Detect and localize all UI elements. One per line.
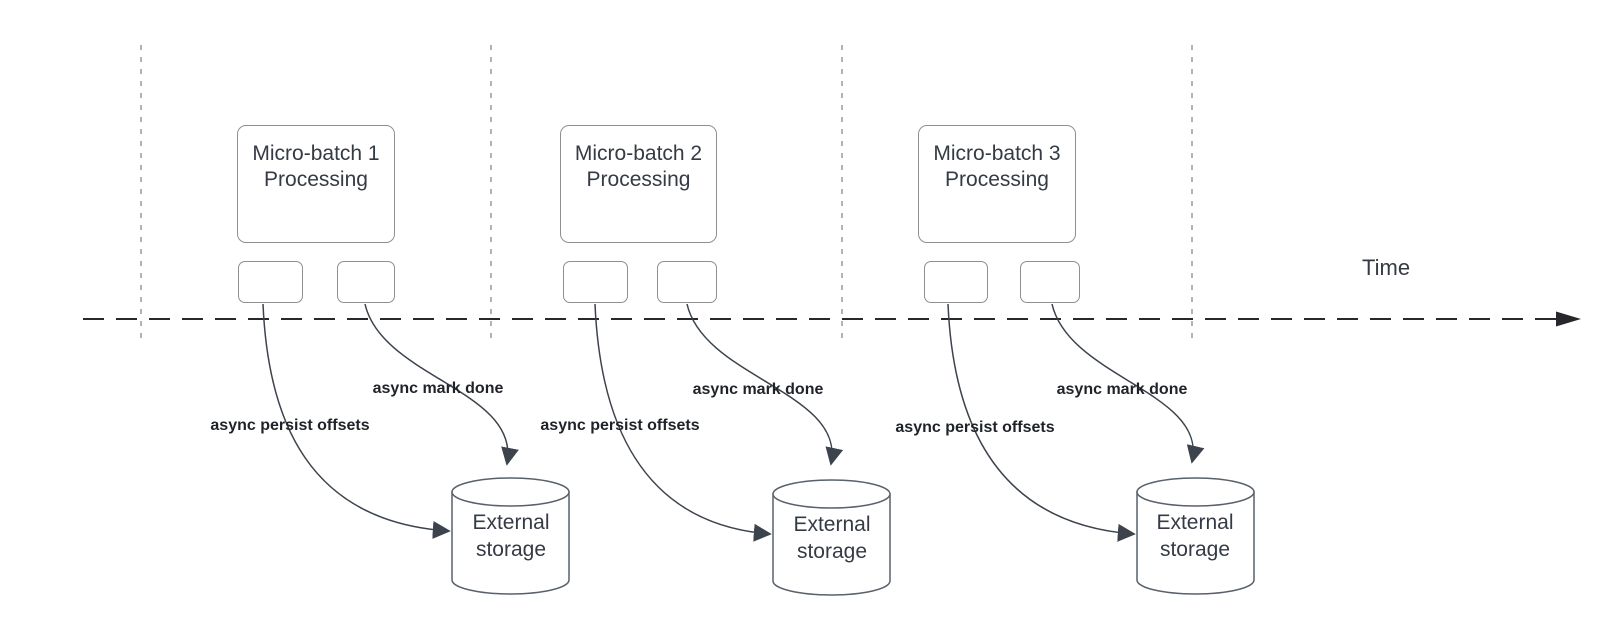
micro-batch-1-label-line1: Micro-batch 1 [252,142,380,165]
micro-batch-3-label-line2: Processing [945,168,1049,191]
external-storage-cylinder-1 [451,477,570,595]
mark-done-arrow-1 [364,303,519,466]
timeline-arrowhead-icon [1556,311,1581,327]
micro-batch-2-label-line2: Processing [586,168,691,191]
micro-batch-2-label-line1: Micro-batch 2 [574,142,703,165]
micro-batch-3-processing-box: Micro-batch 3 Processing [918,125,1076,243]
persist-offsets-arrow-3 [947,303,1136,542]
external-storage-label-2: External storage [793,513,871,563]
mark-done-arrow-3 [1051,303,1205,464]
micro-batch-1-processing-box: Micro-batch 1 Processing [237,125,395,243]
mark-done-task-box-2 [657,261,717,303]
persist-offsets-label-1: async persist offsets [210,417,370,434]
mark-done-label-3: async mark done [1056,381,1188,398]
offset-task-box-1 [238,261,303,303]
external-storage-cylinder-3 [1136,477,1255,595]
mark-done-task-box-1 [337,261,395,303]
mark-done-label-1: async mark done [372,380,504,397]
persist-offsets-label-2: async persist offsets [540,417,700,434]
time-axis-label: Time [1362,255,1411,280]
persist-offsets-arrow-1 [262,303,451,539]
external-storage-label-3: External storage [1156,511,1234,561]
mark-done-arrow-2 [686,303,844,466]
micro-batch-1-label-line2: Processing [264,168,368,191]
external-storage-cylinder-2 [772,479,891,596]
offset-task-box-3 [924,261,988,303]
micro-batch-3-label-line1: Micro-batch 3 [933,142,1061,165]
offset-task-box-2 [563,261,628,303]
external-storage-label-1: External storage [472,511,550,561]
mark-done-label-2: async mark done [692,381,824,398]
micro-batch-2-processing-box: Micro-batch 2 Processing [560,125,717,243]
mark-done-task-box-3 [1020,261,1080,303]
persist-offsets-label-3: async persist offsets [895,419,1055,436]
persist-offsets-arrow-2 [594,303,772,542]
